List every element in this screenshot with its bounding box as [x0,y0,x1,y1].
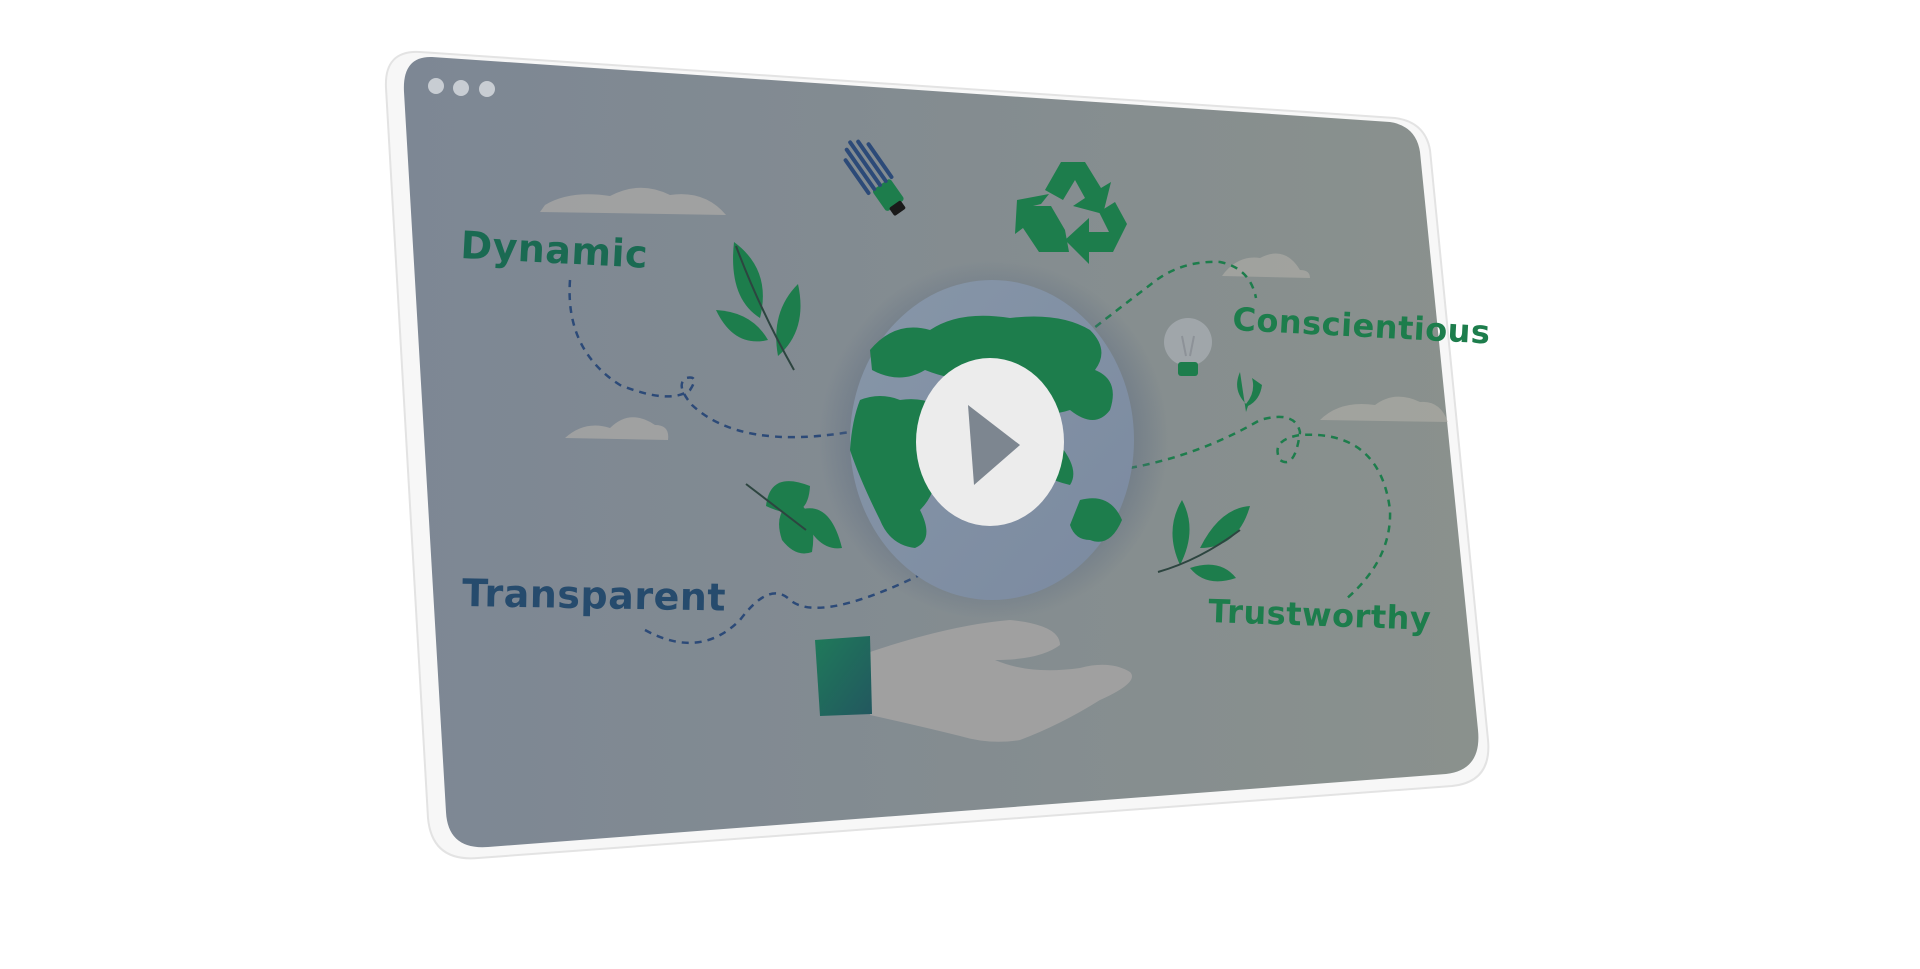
play-button[interactable] [916,358,1064,526]
connector-conscientious [1084,260,1258,336]
label-dynamic: Dynamic [460,223,650,277]
play-icon [968,405,1020,485]
connector-dynamic [568,279,851,439]
window-dots-icon[interactable] [428,78,495,97]
label-transparent: Transparent [462,571,727,620]
lightbulb-icon [1164,318,1212,376]
leaf-icon [745,481,842,554]
leaf-icon [1157,500,1250,582]
cloud-icon [565,417,669,440]
label-trustworthy: Trustworthy [1208,592,1432,638]
cloud-icon [1222,253,1310,278]
cloud-icon [540,187,726,215]
cloud-icon [1320,396,1448,422]
leaf-icon [1237,372,1262,412]
hand-icon [815,620,1132,742]
recycle-icon [1015,162,1127,264]
lightbulb-icon [843,139,906,216]
leaf-icon [716,242,801,371]
connector-transparent [644,568,931,645]
